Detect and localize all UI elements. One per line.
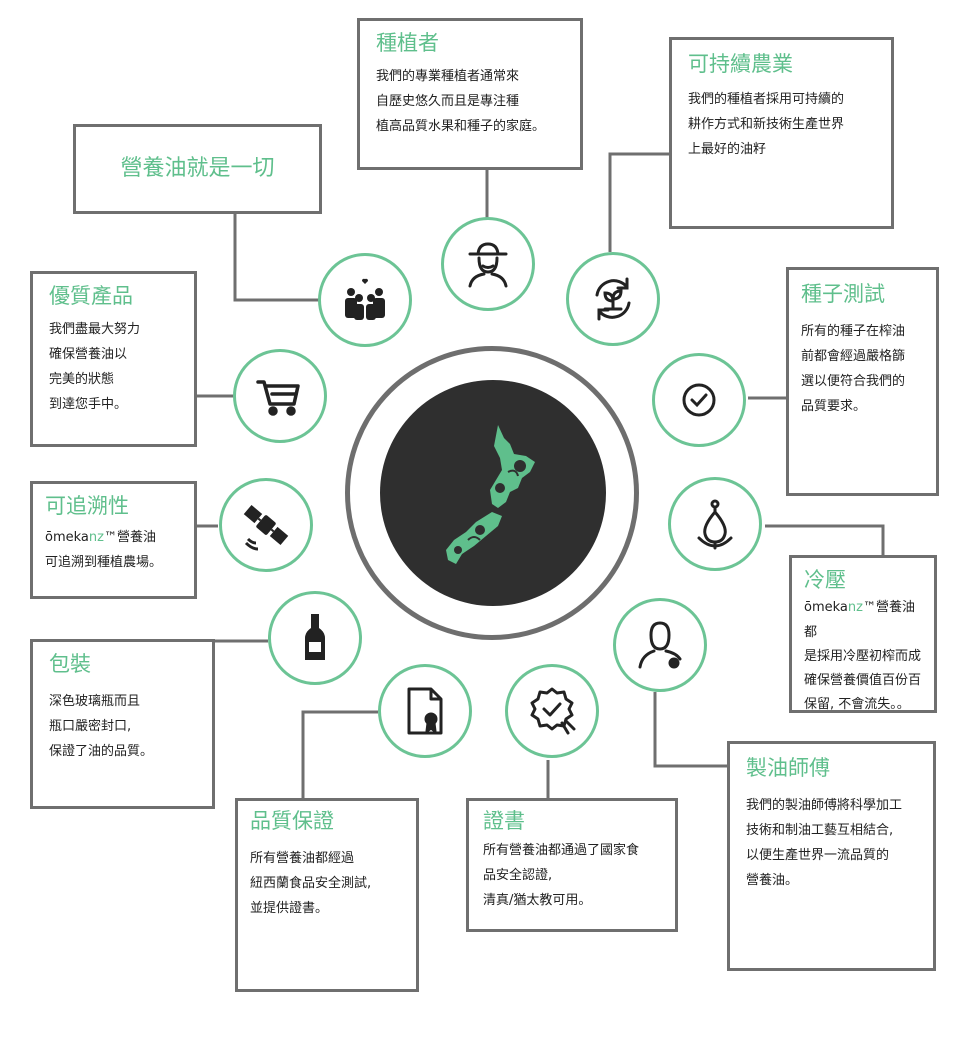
everything-box: 營養油就是一切 (73, 124, 322, 214)
bottle-circle (268, 591, 362, 685)
family-circle (318, 253, 412, 347)
everything-title: 營養油就是一切 (120, 155, 275, 181)
brand-nz: nz (88, 530, 104, 546)
seed-test-body: 所有的種子在榨油 前都會經過嚴格篩 選以便符合我們的 品質要求。 (801, 324, 906, 415)
cold-press-body: 是採用冷壓初榨而成 確保營養價值百份百 保留, 不會流失。。 (804, 649, 922, 713)
oil-master-box: 製油師傅 我們的製油師傅將科學加工 技術和制油工藝互相結合, 以便生產世界一流品… (727, 741, 936, 971)
assurance-box: 品質保證 所有營養油都經過 紐西蘭食品安全測試, 並提供證書。 (235, 798, 419, 992)
packaging-box: 包裝 深色玻璃瓶而且 瓶口嚴密封口, 保證了油的品質。 (30, 639, 215, 809)
growers-title: 種植者 (376, 31, 439, 55)
traceable-title: 可追溯性 (45, 494, 129, 518)
certificate-circle (378, 664, 472, 758)
sustainable-body: 我們的種植者採用可持續的 耕作方式和新技術生產世界 上最好的油籽 (688, 92, 845, 158)
growers-box: 種植者 我們的專業種植者通常來 自歷史悠久而且是專注種 植高品質水果和種子的家庭… (357, 18, 583, 170)
assurance-title: 品質保證 (250, 809, 334, 833)
traceable-brand-line: ōmekanz™營養油 (45, 525, 182, 550)
oil-master-body: 我們的製油師傅將科學加工 技術和制油工藝互相結合, 以便生產世界一流品質的 營養… (746, 798, 903, 889)
certification-body: 所有營養油都通過了國家食 品安全認證, 清真/猶太教可用。 (483, 843, 640, 909)
seed-test-box: 種子測試 所有的種子在榨油 前都會經過嚴格篩 選以便符合我們的 品質要求。 (786, 267, 939, 496)
brand-omeka: ōmeka (45, 530, 89, 546)
oil-master-title: 製油師傅 (746, 756, 830, 780)
brand-nz: nz (847, 600, 863, 616)
badge-circle (505, 664, 599, 758)
growers-body: 我們的專業種植者通常來 自歷史悠久而且是專注種 植高品質水果和種子的家庭。 (376, 69, 546, 135)
quality-box: 優質產品 我們盡最大努力 確保營養油以 完美的狀態 到達您手中。 (30, 271, 197, 447)
oil-master-icon (638, 621, 682, 669)
recycle-seedling-icon (595, 277, 631, 321)
quality-body: 我們盡最大努力 確保營養油以 完美的狀態 到達您手中。 (49, 322, 141, 413)
seed-test-title: 種子測試 (801, 282, 885, 306)
press-circle (668, 477, 762, 571)
cold-press-box: 冷壓 ōmekanz™營養油都 是採用冷壓初榨而成 確保營養價值百份百 保留, … (789, 555, 937, 713)
brand-omeka: ōmeka (804, 600, 848, 616)
oil-master-circle (613, 598, 707, 692)
center-disc (380, 380, 606, 606)
assurance-body: 所有營養油都經過 紐西蘭食品安全測試, 並提供證書。 (250, 851, 372, 917)
oil-drop-press-icon (697, 499, 733, 550)
satellite-icon (243, 504, 289, 551)
traceable-body: 可追溯到種植農場。 (45, 555, 163, 571)
farmer-icon (468, 242, 508, 288)
certification-title: 證書 (483, 809, 525, 833)
packaging-title: 包裝 (49, 652, 91, 676)
quality-title: 優質產品 (49, 284, 133, 308)
shopping-cart-icon (256, 380, 300, 416)
farmer-circle (441, 217, 535, 311)
bottle-icon (305, 614, 325, 660)
certification-box: 證書 所有營養油都通過了國家食 品安全認證, 清真/猶太教可用。 (466, 798, 678, 932)
brand-suffix: ™營養油都 (804, 600, 915, 641)
sustainable-circle (566, 252, 660, 346)
packaging-body: 深色玻璃瓶而且 瓶口嚴密封口, 保證了油的品質。 (49, 694, 154, 760)
new-zealand-map-icon (446, 425, 535, 564)
cold-press-title: 冷壓 (804, 568, 846, 592)
certified-badge-icon (530, 687, 576, 735)
certificate-document-icon (407, 687, 443, 735)
check-circle (652, 353, 746, 447)
cold-press-brand-line: ōmekanz™營養油都 (804, 595, 922, 645)
satellite-circle (219, 478, 313, 572)
cart-circle (233, 349, 327, 443)
traceable-box: 可追溯性 ōmekanz™營養油 可追溯到種植農場。 (30, 481, 197, 599)
sustainable-title: 可持續農業 (688, 52, 793, 76)
family-icon (345, 278, 385, 320)
check-circle-icon (682, 383, 716, 417)
sustainable-box: 可持續農業 我們的種植者採用可持續的 耕作方式和新技術生產世界 上最好的油籽 (669, 37, 894, 229)
brand-suffix: ™營養油 (103, 530, 156, 546)
